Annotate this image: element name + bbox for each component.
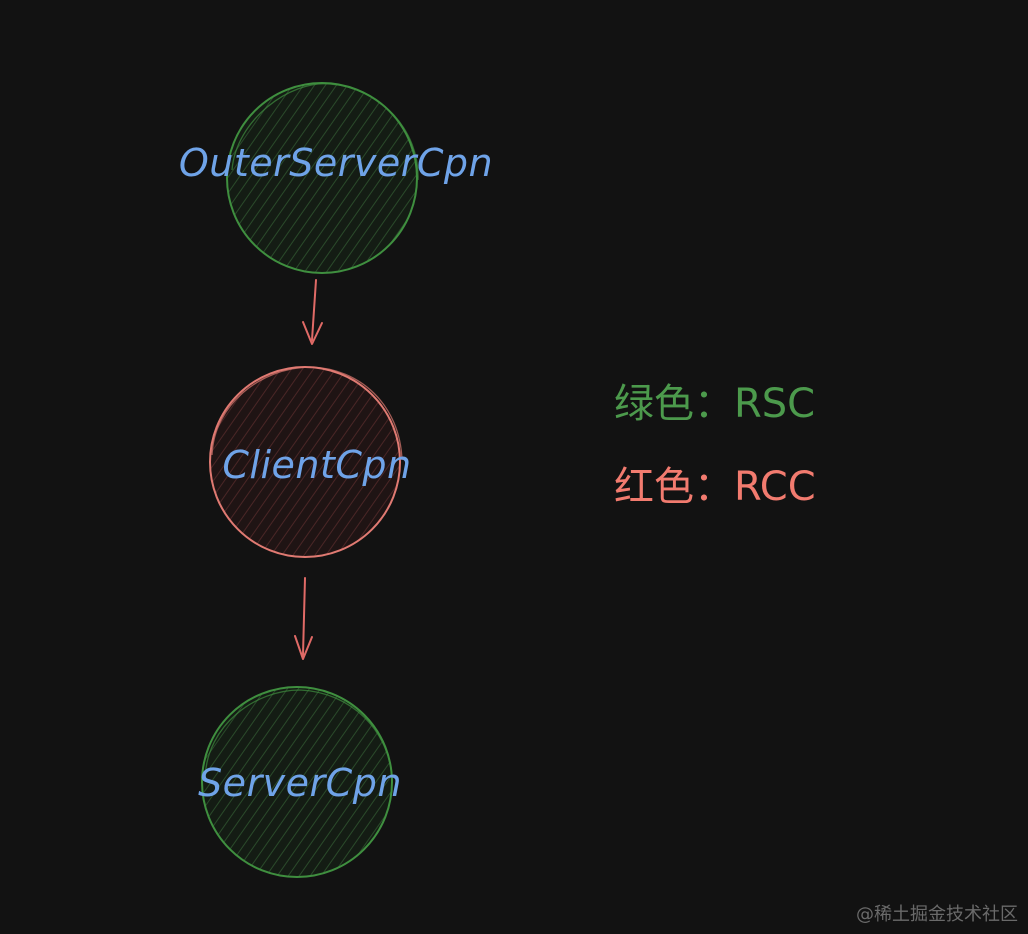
sketch-stroke: [211, 366, 403, 461]
node-client-cpn: ClientCpn: [209, 366, 411, 558]
sketch-stroke: [231, 83, 419, 181]
arrow-shaft: [302, 577, 306, 656]
arrow-head: [294, 635, 313, 660]
node-label-server-cpn: ServerCpn: [198, 761, 402, 805]
node-label-client-cpn: ClientCpn: [222, 443, 411, 487]
watermark: @稀土掘金技术社区: [856, 904, 1018, 925]
arrow-outer-to-client: [302, 279, 323, 345]
node-label-outer-server-cpn: OuterServerCpn: [179, 141, 493, 185]
sketch-stroke: [204, 689, 393, 781]
node-circle-outline: [226, 82, 418, 274]
node-server-cpn: ServerCpn: [198, 686, 402, 878]
legend-rsc: 绿色：RSC: [614, 381, 816, 427]
node-outer-server-cpn: OuterServerCpn: [179, 82, 493, 274]
arrow-client-to-server: [294, 577, 313, 660]
legend-rcc: 红色：RCC: [614, 464, 816, 510]
arrow-shaft: [311, 279, 317, 341]
arrow-head: [302, 321, 323, 345]
node-circle-outline: [201, 686, 393, 878]
